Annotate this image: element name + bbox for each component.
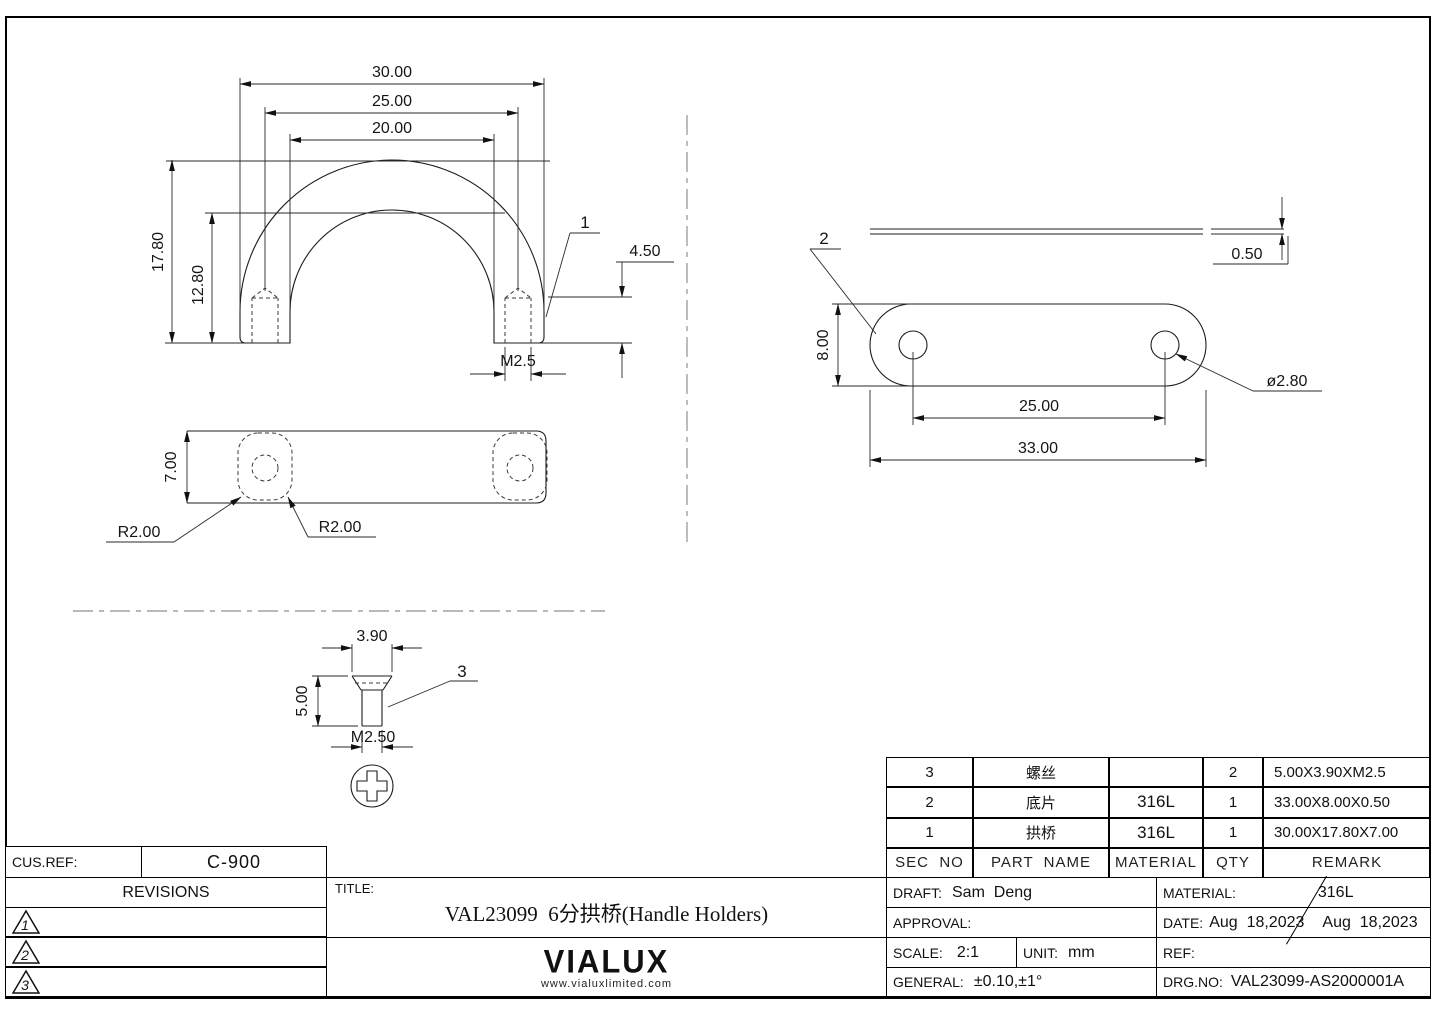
material-cell: MATERIAL: 316L — [1156, 877, 1431, 908]
dim-r2-left: R2.00 — [118, 524, 161, 541]
revisions-header: REVISIONS — [5, 877, 327, 908]
parts-header-qty: QTY — [1203, 847, 1263, 878]
parts-cell-material: 316L — [1109, 787, 1203, 818]
logo-cell: VIALUX www.vialuxlimited.com — [326, 937, 887, 999]
balloon-2: 2 — [819, 229, 828, 248]
balloon-1: 1 — [580, 213, 589, 232]
arch-front-view: 30.00 25.00 20.00 17.80 12.80 4.50 M2.5 … — [150, 64, 674, 381]
dim-7: 7.00 — [163, 451, 180, 482]
dim-0-5: 0.50 — [1231, 246, 1262, 263]
dim-dia-2-8: ø2.80 — [1267, 373, 1308, 390]
unit-cell: UNIT: mm — [1016, 937, 1157, 968]
revision-triangle-icon: 1 — [12, 909, 41, 934]
scale-value: 2:1 — [956, 943, 980, 961]
cus-ref-value-cell: C-900 — [141, 846, 327, 878]
parts-header-sec-no: SEC NO — [886, 847, 973, 878]
parts-cell-material: 316L — [1109, 817, 1203, 848]
parts-cell-material — [1109, 757, 1203, 788]
draft-cell: DRAFT: Sam Deng — [886, 877, 1157, 908]
date-value-1: Aug 18,2023 — [1209, 913, 1305, 931]
title-cell: TITLE: VAL23099 6分拱桥(Handle Holders) — [326, 877, 887, 938]
parts-header-remark: REMARK — [1263, 847, 1431, 878]
vialux-logo: VIALUX — [543, 943, 670, 980]
arch-top-view: 7.00 R2.00 R2.00 — [106, 430, 548, 543]
revision-row-3: 3 — [5, 967, 327, 999]
general-tolerance-value: ±0.10,±1° — [973, 973, 1043, 990]
dim-25: 25.00 — [372, 93, 412, 110]
dim-5: 5.00 — [294, 685, 311, 716]
cus-ref-value: C-900 — [206, 851, 262, 872]
dim-m2-5: M2.5 — [500, 353, 536, 370]
parts-cell-qty: 1 — [1203, 817, 1263, 848]
parts-cell-remark: 33.00X8.00X0.50 — [1263, 787, 1431, 818]
balloon-1-leader — [545, 232, 600, 318]
screw-view: 3.90 5.00 M2.50 3 — [294, 628, 478, 808]
revision-row-2: 2 — [5, 937, 327, 967]
parts-cell-sec-no: 1 — [886, 817, 973, 848]
dim-4-5: 4.50 — [629, 243, 660, 260]
parts-cell-qty: 2 — [1203, 757, 1263, 788]
svg-text:3: 3 — [21, 977, 29, 993]
parts-header-material: MATERIAL — [1109, 847, 1203, 878]
material-value: 316L — [1317, 883, 1354, 901]
dim-20: 20.00 — [372, 120, 412, 137]
parts-cell-part-name: 底片 — [973, 787, 1109, 818]
drg-no-cell: DRG.NO: VAL23099-AS2000001A — [1156, 967, 1431, 999]
ref-cell: REF: — [1156, 937, 1431, 968]
parts-cell-part-name: 拱桥 — [973, 817, 1109, 848]
dim-m2-50: M2.50 — [351, 729, 396, 746]
parts-cell-qty: 1 — [1203, 787, 1263, 818]
dim-8: 8.00 — [815, 329, 832, 360]
parts-cell-part-name: 螺丝 — [973, 757, 1109, 788]
title-label: TITLE: — [335, 881, 375, 896]
revision-triangle-icon: 2 — [12, 939, 41, 964]
plate-views: 0.50 8.00 25.00 33.00 ø2.80 2 — [809, 197, 1322, 467]
cus-ref-label: CUS.REF: — [12, 854, 78, 870]
dim-30: 30.00 — [372, 64, 412, 81]
cus-ref-label-cell: CUS.REF: — [5, 846, 142, 878]
svg-text:2: 2 — [20, 947, 29, 963]
drawing-title: VAL23099 6分拱桥(Handle Holders) — [444, 902, 769, 926]
logo-website: www.vialuxlimited.com — [540, 978, 673, 990]
phillips-cross-icon — [356, 770, 388, 802]
date-value-2: Aug 18,2023 — [1322, 913, 1418, 931]
scale-cell: SCALE: 2:1 — [886, 937, 1017, 968]
drawing-views-canvas: 30.00 25.00 20.00 17.80 12.80 4.50 M2.5 … — [73, 64, 1322, 808]
revision-row-1: 1 — [5, 907, 327, 937]
general-tolerance-cell: GENERAL: ±0.10,±1° — [886, 967, 1157, 999]
drg-no-value: VAL23099-AS2000001A — [1230, 973, 1405, 990]
r2-left-leader — [106, 497, 241, 543]
parts-cell-sec-no: 2 — [886, 787, 973, 818]
dim-plate-33: 33.00 — [1018, 440, 1058, 457]
dim-r2-right: R2.00 — [319, 519, 362, 536]
tapped-hole-hidden-lines — [251, 287, 532, 343]
svg-text:1: 1 — [21, 917, 29, 933]
draft-value: Sam Deng — [952, 883, 1033, 901]
parts-cell-remark: 5.00X3.90XM2.5 — [1263, 757, 1431, 788]
date-cell: DATE: Aug 18,2023 Aug 18,2023 — [1156, 907, 1431, 938]
balloon-3: 3 — [457, 662, 466, 681]
unit-value: mm — [1068, 943, 1095, 961]
dim-3-9: 3.90 — [356, 628, 387, 645]
parts-cell-sec-no: 3 — [886, 757, 973, 788]
dim-17-8: 17.80 — [150, 232, 167, 272]
parts-header-part-name: PART NAME — [973, 847, 1109, 878]
balloon-3-leader — [387, 680, 478, 708]
revision-triangle-icon: 3 — [12, 969, 41, 994]
dim-12-8: 12.80 — [190, 265, 207, 305]
parts-cell-remark: 30.00X17.80X7.00 — [1263, 817, 1431, 848]
screw-head-circle — [350, 764, 394, 808]
parts-table: 3 螺丝 2 5.00X3.90XM2.5 2 底片 316L 1 33.00X… — [886, 757, 1431, 878]
balloon-2-leader — [809, 248, 877, 335]
dim-plate-25: 25.00 — [1019, 398, 1059, 415]
r2-right-leader — [288, 497, 376, 538]
approval-cell: APPROVAL: — [886, 907, 1157, 938]
